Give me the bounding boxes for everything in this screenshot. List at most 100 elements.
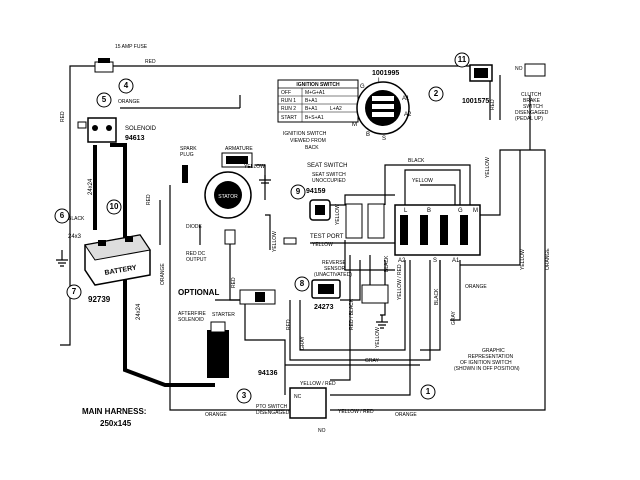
terminal-label: B [366, 132, 370, 138]
wire-label-orange: ORANGE [160, 263, 166, 285]
switch-terminal-label: S [433, 258, 437, 264]
starter: STARTER [207, 312, 235, 378]
switch-terminal-label: L [404, 208, 408, 214]
ignition-row-label: OFF [281, 90, 291, 96]
pto-nc-label: NC [294, 394, 302, 400]
wire-label-yellow: YELLOW [412, 178, 433, 184]
solenoid: SOLENOID 94613 [77, 117, 157, 143]
terminal-label: A2 [404, 112, 412, 118]
wire-label-24x24: 24x24 [88, 178, 94, 195]
ignition-row-label: RUN 2 [281, 106, 296, 112]
wire-labels: RED ORANGE RED BLACK 24x3 24x24 24x24 RE… [60, 59, 551, 418]
callouts: 1 2 3 4 5 6 7 8 9 10 11 [54, 52, 470, 404]
svg-text:3: 3 [242, 391, 247, 400]
switch-terminal-label: G [458, 208, 463, 214]
pto-no-label: NO [318, 428, 326, 434]
terminal-label: L [378, 78, 382, 84]
wire-label-yellow-red: YELLOW / RED [300, 381, 336, 387]
wire-label-red: RED [286, 319, 292, 330]
wire-label-gray: GRAY [365, 358, 379, 364]
wire-label-red: RED [145, 59, 156, 65]
seat-switch-part: 94159 [306, 188, 326, 195]
armature-label: ARMATURE [225, 146, 253, 152]
ignition-row-value: M+G+A1 [305, 90, 325, 96]
reverse-sensor-part: 24273 [314, 304, 334, 311]
ignition-switch-back-view: 1001995 G L A1 A2 S B M IGNITION SWITCH … [283, 70, 412, 151]
test-port: TEST PORT [283, 234, 344, 245]
wire-label-gray: GRAY [451, 311, 457, 325]
wire-label-orange: ORANGE [205, 412, 227, 418]
starter-label: STARTER [212, 312, 235, 318]
terminal-label: M [352, 122, 357, 128]
callout-6: 6 [54, 208, 70, 224]
main-harness-title: MAIN HARNESS: [82, 407, 146, 416]
wire-label-black: BLACK [408, 158, 425, 164]
wire-label-black: BLACK [68, 216, 85, 222]
terminal-label: A1 [402, 96, 410, 102]
switch-terminal-label: M [473, 208, 478, 214]
callout-9: 9 [290, 184, 306, 200]
diode-label: DIODE [186, 224, 203, 230]
wire-label-yellow: YELLOW [312, 242, 333, 248]
switch-terminal-label: A2 [398, 258, 406, 264]
ignition-row-value: L+A2 [330, 106, 342, 112]
ignition-row-label: START [281, 115, 297, 121]
ignition-row-value: B+A1 [305, 106, 318, 112]
callout-1: 1 [420, 384, 436, 400]
terminal-label: G [360, 84, 365, 90]
svg-text:4: 4 [124, 81, 129, 90]
seat-switch-title: SEAT SWITCH [307, 163, 347, 169]
main-harness-label: MAIN HARNESS: 250x145 [82, 407, 146, 428]
callout-10: 10 [106, 199, 122, 215]
wire-label-red: RED [146, 194, 152, 205]
solenoid-part: 94613 [125, 135, 145, 142]
fuse-label: 15 AMP FUSE [115, 44, 148, 50]
main-harness-size: 250x145 [100, 419, 132, 428]
svg-text:6: 6 [60, 211, 65, 220]
wire-label-yellow: YELLOW [520, 249, 526, 270]
optional-label: OPTIONAL [178, 288, 219, 297]
fuse: 15 AMP FUSE [94, 44, 148, 73]
svg-text:11: 11 [458, 55, 467, 64]
ignition-row-value: B+S+A1 [305, 115, 324, 121]
ignition-switch-table: IGNITION SWITCH OFF M+G+A1 RUN 1 B+A1 RU… [277, 79, 359, 123]
wire-label-gray: GRAY [300, 336, 306, 350]
ignition-table-title: IGNITION SWITCH [296, 82, 340, 88]
stator-label: STATOR [218, 194, 238, 200]
battery-cables [93, 143, 215, 387]
wire-label-orange: ORANGE [465, 284, 487, 290]
wire-label-black: BLACK [384, 255, 390, 272]
wire-label-red: RED [490, 99, 496, 110]
wire-label-24x3: 24x3 [68, 234, 82, 240]
svg-text:9: 9 [296, 187, 301, 196]
wire-label-red: RED [60, 111, 66, 122]
battery: BATTERY 92739 [84, 234, 151, 304]
svg-text:8: 8 [300, 279, 305, 288]
ignition-part: 1001995 [372, 70, 399, 77]
ignition-note: IGNITION SWITCH VIEWED FROM BACK [283, 131, 328, 151]
svg-text:5: 5 [102, 95, 107, 104]
svg-text:1: 1 [426, 387, 431, 396]
battery-part: 92739 [88, 295, 111, 304]
wire-label-red: RED [231, 277, 237, 288]
wire-label-yellow: YELLOW [485, 157, 491, 178]
callout-8: 8 [294, 276, 310, 292]
wire-label-yellow-red: YELLOW / RED [338, 409, 374, 415]
wire-label-yellow: YELLOW [335, 204, 341, 225]
wire-label-orange: ORANGE [118, 99, 140, 105]
svg-text:7: 7 [72, 287, 77, 296]
